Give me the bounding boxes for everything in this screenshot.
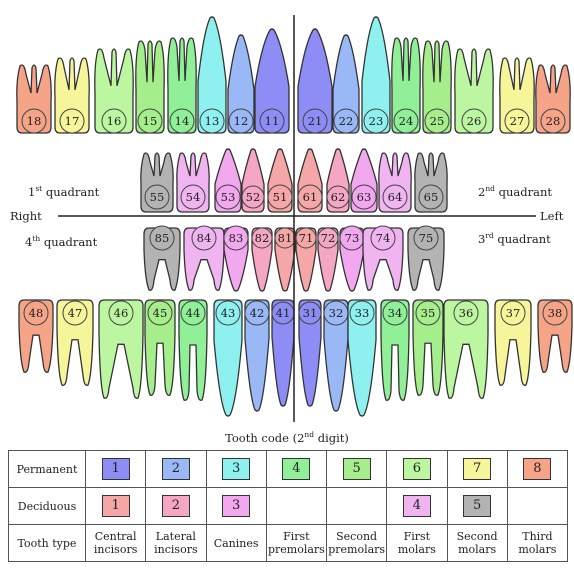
lower-deciduous-tooth-72-code-label: 72 xyxy=(321,231,336,245)
upper-permanent-tooth-15-code-label: 15 xyxy=(143,114,158,128)
upper-deciduous-tooth-53-code-label: 53 xyxy=(221,190,236,204)
legend-cell-empty xyxy=(266,488,326,525)
lower-deciduous-tooth-75-code-label: 75 xyxy=(419,231,434,245)
upper-permanent-tooth-24-code-label: 24 xyxy=(399,114,414,128)
upper-deciduous-tooth-65-code-label: 65 xyxy=(424,190,439,204)
legend-swatch-permanent: 7 xyxy=(463,458,491,480)
legend-swatch-permanent: 6 xyxy=(403,458,431,480)
legend-cell-empty xyxy=(327,488,387,525)
lower-permanent-tooth-41-code-label: 41 xyxy=(276,306,291,320)
legend-swatch-permanent: 5 xyxy=(343,458,371,480)
tooth-type-label: First premolars xyxy=(266,525,326,562)
upper-permanent-tooth-14-code-label: 14 xyxy=(175,114,190,128)
legend-swatch-deciduous: 5 xyxy=(463,495,491,517)
lower-deciduous-tooth-82-code-label: 82 xyxy=(255,231,270,245)
lower-permanent-tooth-47-code-label: 47 xyxy=(68,306,83,320)
lower-permanent-tooth-37-code-label: 37 xyxy=(506,306,521,320)
legend-row-permanent: Permanent 1 2 3 4 5 6 7 8 xyxy=(9,451,568,488)
legend-swatch-deciduous: 2 xyxy=(162,495,190,517)
lower-deciduous-tooth-84-code-label: 84 xyxy=(197,231,212,245)
lower-permanent-tooth-31-code-label: 31 xyxy=(303,306,318,320)
lower-permanent-tooth-42-code-label: 42 xyxy=(250,306,265,320)
upper-permanent-tooth-26-code-label: 26 xyxy=(467,114,482,128)
legend-swatch-deciduous: 4 xyxy=(403,495,431,517)
lower-permanent-tooth-32-code-label: 32 xyxy=(329,306,344,320)
legend-swatch-permanent: 8 xyxy=(523,458,551,480)
legend-row-deciduous: Deciduous 1 2 3 4 5 xyxy=(9,488,568,525)
lower-permanent-tooth-35-code-label: 35 xyxy=(421,306,436,320)
upper-deciduous-tooth-63-code-label: 63 xyxy=(357,190,372,204)
row-header-tooth-type: Tooth type xyxy=(9,525,86,562)
row-header-permanent: Permanent xyxy=(9,451,86,488)
quadrant-1-label: 1st quadrant xyxy=(28,184,100,199)
lower-deciduous-tooth-81-code-label: 81 xyxy=(278,231,293,245)
upper-permanent-tooth-21-code-label: 21 xyxy=(308,114,323,128)
quadrant-4-label: 4th quadrant xyxy=(25,234,98,249)
upper-deciduous-tooth-54-code-label: 54 xyxy=(186,190,201,204)
tooth-type-label: Canines xyxy=(206,525,266,562)
lower-permanent-tooth-48-code-label: 48 xyxy=(29,306,44,320)
upper-permanent-tooth-16-code-label: 16 xyxy=(107,114,122,128)
quadrant-3-label: 3rd quadrant xyxy=(478,231,551,246)
upper-permanent-tooth-25-code-label: 25 xyxy=(430,114,445,128)
legend-swatch-permanent: 3 xyxy=(222,458,250,480)
upper-deciduous-tooth-51-code-label: 51 xyxy=(273,190,288,204)
upper-deciduous-tooth-64-code-label: 64 xyxy=(388,190,403,204)
lower-permanent-tooth-45-code-label: 45 xyxy=(153,306,168,320)
tooth-type-label: Second molars xyxy=(447,525,507,562)
upper-permanent-tooth-28-code-label: 28 xyxy=(546,114,561,128)
upper-deciduous-tooth-61-code-label: 61 xyxy=(303,190,318,204)
tooth-type-label: First molars xyxy=(387,525,447,562)
tooth-type-label: Third molars xyxy=(507,525,567,562)
lower-permanent-tooth-43-code-label: 43 xyxy=(221,306,236,320)
lower-deciduous-tooth-71-code-label: 71 xyxy=(299,231,314,245)
upper-permanent-tooth-23-code-label: 23 xyxy=(369,114,384,128)
upper-permanent-tooth-22-code-label: 22 xyxy=(339,114,354,128)
lower-permanent-tooth-46-code-label: 46 xyxy=(114,306,129,320)
legend-swatch-permanent: 1 xyxy=(102,458,130,480)
lower-permanent-tooth-36-code-label: 36 xyxy=(459,306,474,320)
left-label: Left xyxy=(540,209,564,223)
tooth-type-label: Second premolars xyxy=(327,525,387,562)
upper-deciduous-tooth-52-code-label: 52 xyxy=(246,190,261,204)
upper-deciduous-tooth-55-code-label: 55 xyxy=(150,190,165,204)
upper-permanent-tooth-13-code-label: 13 xyxy=(205,114,220,128)
lower-deciduous-tooth-74-code-label: 74 xyxy=(376,231,391,245)
legend-title: Tooth code (2nd digit) xyxy=(0,430,574,445)
upper-permanent-tooth-27-code-label: 27 xyxy=(510,114,525,128)
legend-row-tooth-type: Tooth type Central incisors Lateral inci… xyxy=(9,525,568,562)
right-label: Right xyxy=(10,209,42,223)
tooth-type-label: Lateral incisors xyxy=(146,525,206,562)
quadrant-2-label: 2nd quadrant xyxy=(478,184,552,199)
lower-permanent-tooth-33-code-label: 33 xyxy=(355,306,370,320)
legend-swatch-deciduous: 1 xyxy=(102,495,130,517)
row-header-deciduous: Deciduous xyxy=(9,488,86,525)
upper-permanent-tooth-12-code-label: 12 xyxy=(234,114,249,128)
legend-cell-empty xyxy=(507,488,567,525)
upper-deciduous-tooth-62-code-label: 62 xyxy=(331,190,346,204)
legend-swatch-permanent: 4 xyxy=(282,458,310,480)
lower-deciduous-tooth-73-code-label: 73 xyxy=(345,231,360,245)
tooth-chart-diagram: 18 17 16 15 14 13 12 11 21 22 23 24 25 26 27 28 55 54 53 52… xyxy=(0,0,574,430)
lower-permanent-tooth-34-code-label: 34 xyxy=(388,306,403,320)
upper-permanent-tooth-17-code-label: 17 xyxy=(65,114,80,128)
legend-swatch-deciduous: 3 xyxy=(222,495,250,517)
lower-permanent-tooth-38-code-label: 38 xyxy=(548,306,563,320)
tooth-code-legend-table: Permanent 1 2 3 4 5 6 7 8 Deciduous 1 2 … xyxy=(8,450,568,562)
lower-deciduous-tooth-83-code-label: 83 xyxy=(229,231,244,245)
upper-permanent-tooth-11-code-label: 11 xyxy=(265,114,280,128)
legend-swatch-permanent: 2 xyxy=(162,458,190,480)
lower-permanent-tooth-44-code-label: 44 xyxy=(186,306,201,320)
tooth-type-label: Central incisors xyxy=(86,525,146,562)
lower-deciduous-tooth-85-code-label: 85 xyxy=(155,231,170,245)
upper-permanent-tooth-18-code-label: 18 xyxy=(27,114,42,128)
